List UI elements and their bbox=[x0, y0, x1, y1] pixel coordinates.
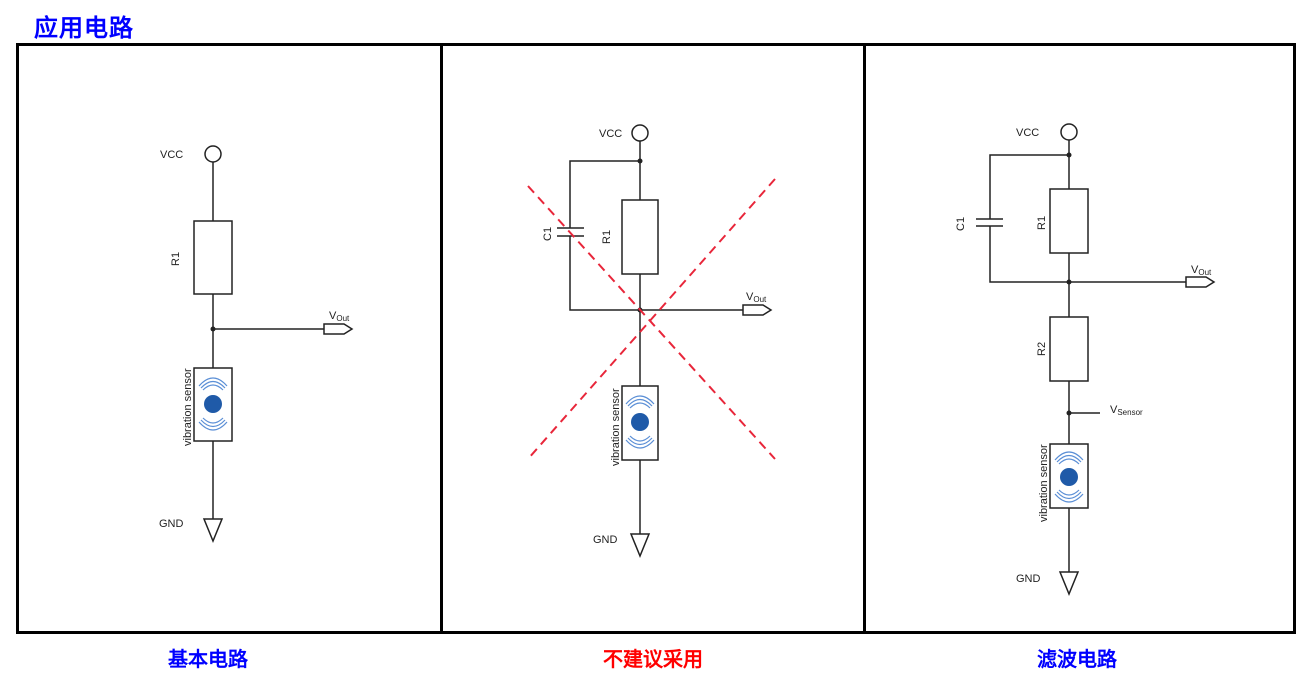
vout-port-icon bbox=[742, 304, 773, 316]
c1-label: C1 bbox=[955, 217, 967, 231]
gnd-label: GND bbox=[1016, 573, 1041, 585]
vcc-terminal-icon bbox=[204, 145, 222, 163]
r1-label: R1 bbox=[170, 252, 182, 266]
vout-label: VOut bbox=[746, 291, 767, 304]
ground-icon bbox=[629, 533, 651, 558]
ground-icon bbox=[1058, 571, 1080, 596]
sensor-label: vibration sensor bbox=[182, 368, 194, 446]
basic-circuit-schematic: VCC R1 VOut vibration sensor GND bbox=[159, 145, 354, 543]
gnd-label: GND bbox=[159, 518, 184, 530]
vout-port-icon bbox=[1185, 276, 1216, 288]
gnd-label: GND bbox=[593, 534, 618, 546]
vout-label: VOut bbox=[329, 310, 350, 323]
c1-label: C1 bbox=[542, 227, 554, 241]
sensor-symbol-icon bbox=[198, 377, 228, 431]
sensor-symbol-icon bbox=[1054, 451, 1084, 503]
cross-out-icon bbox=[527, 178, 776, 460]
vcc-label: VCC bbox=[160, 149, 183, 161]
resistor-r1-icon bbox=[621, 199, 659, 275]
circuit-table: VCC R1 VOut vibration sensor GND bbox=[16, 43, 1296, 634]
vsensor-label: VSensor bbox=[1110, 404, 1143, 417]
caption-basic-circuit: 基本电路 bbox=[168, 647, 248, 671]
r1-label: R1 bbox=[601, 230, 613, 244]
page-title: 应用电路 bbox=[34, 14, 134, 42]
vcc-terminal-icon bbox=[631, 124, 649, 142]
filter-circuit-schematic: VCC C1 R1 VOut R2 VSensor vibration sens… bbox=[955, 123, 1216, 596]
r1-label: R1 bbox=[1036, 216, 1048, 230]
resistor-r1-icon bbox=[193, 220, 233, 295]
sensor-symbol-icon bbox=[625, 395, 655, 449]
sensor-label: vibration sensor bbox=[610, 388, 622, 466]
vcc-label: VCC bbox=[1016, 127, 1039, 139]
panel-basic-circuit: VCC R1 VOut vibration sensor GND bbox=[19, 46, 443, 631]
resistor-r2-icon bbox=[1049, 316, 1089, 382]
vout-port-icon bbox=[323, 323, 354, 335]
sensor-label: vibration sensor bbox=[1038, 444, 1050, 522]
caption-not-recommended: 不建议采用 bbox=[603, 647, 703, 671]
caption-filter-circuit: 滤波电路 bbox=[1037, 647, 1117, 671]
ground-icon bbox=[202, 518, 224, 543]
vcc-terminal-icon bbox=[1060, 123, 1078, 141]
not-recommended-schematic: VCC C1 R1 VOut vibration sensor GND bbox=[527, 124, 776, 558]
r2-label: R2 bbox=[1036, 342, 1048, 356]
panel-filter-circuit: VCC C1 R1 VOut R2 VSensor vibration sens… bbox=[866, 46, 1293, 631]
resistor-r1-icon bbox=[1049, 188, 1089, 254]
vout-label: VOut bbox=[1191, 264, 1212, 277]
panel-not-recommended: VCC C1 R1 VOut vibration sensor GND bbox=[443, 46, 866, 631]
vcc-label: VCC bbox=[599, 128, 622, 140]
